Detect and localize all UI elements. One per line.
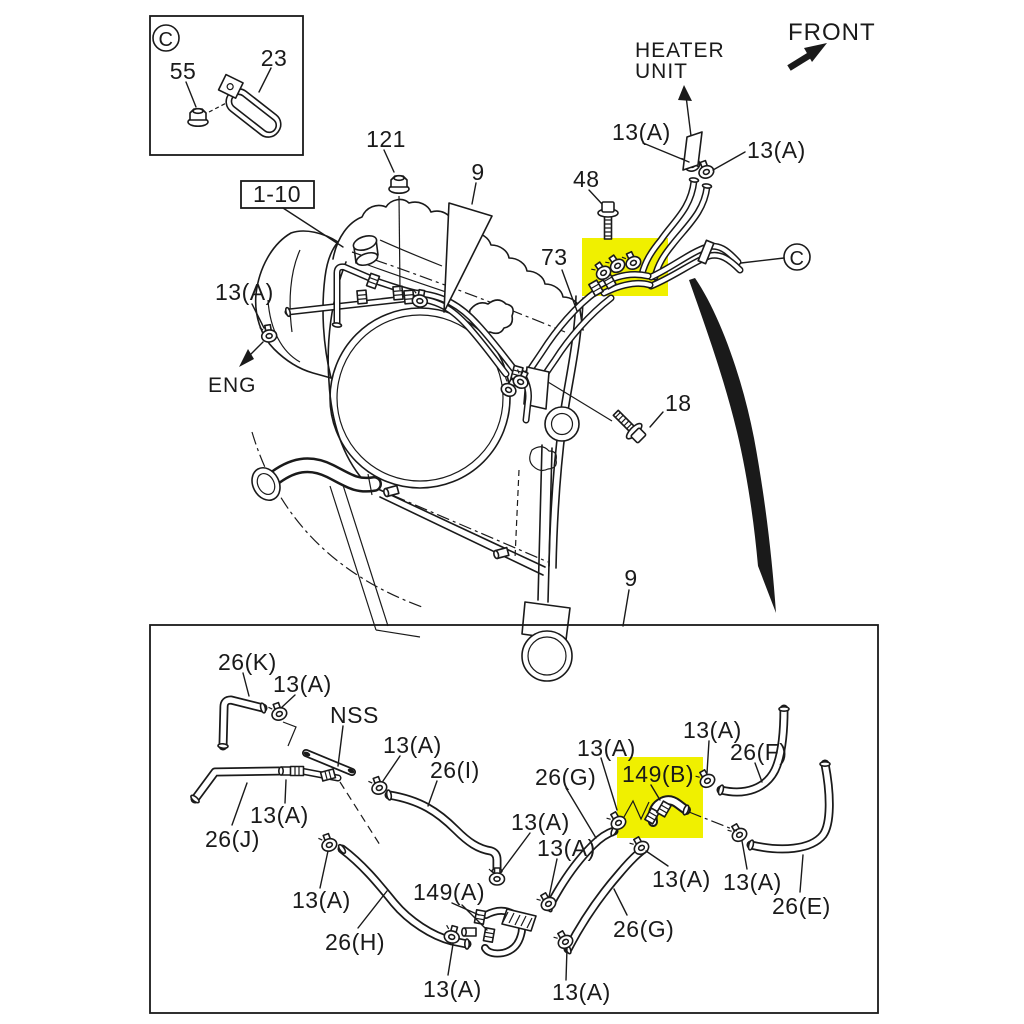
clamp-strap-23 — [217, 73, 282, 138]
part-label-9: 9 — [471, 159, 484, 185]
part-label-13a: 13(A) — [250, 802, 309, 828]
lower-flange — [521, 630, 573, 682]
detail-circle-label: C — [159, 29, 174, 51]
front-label: FRONT — [788, 19, 876, 46]
part-label-23: 23 — [261, 45, 288, 71]
member-dash — [514, 469, 520, 559]
detail-box-border — [149, 624, 879, 1014]
part-label-13a: 13(A) — [423, 976, 482, 1002]
radiator-assembly — [251, 198, 584, 682]
shroud-arc — [251, 431, 426, 609]
shroud-lower-edge — [329, 481, 421, 638]
part-label-13a: 13(A) — [747, 137, 806, 163]
lower-member — [537, 444, 553, 603]
part-label-26f: 26(F) — [730, 739, 787, 765]
part-label-13a: 13(A) — [552, 979, 611, 1005]
part-label-13a: 13(A) — [511, 809, 570, 835]
fan-ring-inner — [336, 314, 504, 482]
part-label-149b[interactable]: 149(B) — [622, 761, 694, 787]
heater-unit-label-2: UNIT — [635, 60, 688, 83]
part-label-26h: 26(H) — [325, 929, 385, 955]
part-label-13a: 13(A) — [577, 735, 636, 761]
part-label-18: 18 — [665, 390, 692, 416]
pipe-band — [697, 239, 715, 265]
clamps-and-fittings — [267, 700, 750, 952]
front-arrowhead — [804, 43, 827, 62]
eng-label: ENG — [208, 374, 257, 397]
pipe-open-end — [331, 322, 343, 328]
pipe-open-end — [688, 177, 700, 183]
pipe-open-end — [701, 183, 713, 189]
part-label-13a: 13(A) — [612, 119, 671, 145]
part-label-13a: 13(A) — [723, 869, 782, 895]
callout-wedge-9 — [443, 202, 493, 313]
inlet-flange — [544, 406, 580, 442]
part-label-9: 9 — [624, 565, 637, 591]
pipe-open-end — [284, 306, 292, 318]
part-label-73: 73 — [541, 244, 568, 270]
hose-detail-box: 26(K) 13(A) NSS 13(A) 26(I) 13(A) 13(A) … — [149, 624, 879, 1014]
part-label-13a: 13(A) — [537, 835, 596, 861]
pipe-fitting — [392, 285, 404, 301]
part-label-13a: 13(A) — [273, 671, 332, 697]
lower-hose — [251, 463, 374, 502]
frame-bottom — [377, 488, 546, 576]
connector-circle-label: C — [790, 248, 805, 270]
part-label-13a: 13(A) — [652, 866, 711, 892]
bracket-squiggle — [529, 446, 557, 472]
heater-arrowhead — [678, 85, 692, 101]
part-label-48: 48 — [573, 166, 600, 192]
part-label-26g: 26(G) — [535, 764, 596, 790]
part-label-149a: 149(A) — [413, 879, 485, 905]
part-label-26j: 26(J) — [205, 826, 260, 852]
part-label-13a: 13(A) — [215, 279, 274, 305]
fan-ring-outer — [329, 307, 511, 489]
callout-flag — [682, 131, 703, 171]
part-149a-assembly — [460, 908, 537, 943]
top-callouts: C 55 23 1-10 121 9 HEATER UNIT — [149, 15, 876, 627]
part-label-26g: 26(G) — [613, 916, 674, 942]
heater-unit-label-1: HEATER — [635, 39, 725, 62]
part-label-26i: 26(I) — [430, 757, 480, 783]
pipe-junction — [497, 364, 550, 420]
bolt-18 — [607, 404, 650, 447]
engine-centerline — [351, 251, 566, 333]
part-label-13a: 13(A) — [292, 887, 351, 913]
detail-box — [149, 15, 304, 156]
lower-flange-inner — [527, 636, 567, 676]
frame-stud — [382, 484, 400, 498]
part-label-13a: 13(A) — [383, 732, 442, 758]
pipe-fitting — [356, 289, 368, 305]
part-label-26k: 26(K) — [218, 649, 277, 675]
nut-55 — [187, 107, 209, 128]
inlet-flange-inner — [550, 412, 574, 436]
nut-121 — [388, 174, 410, 194]
part-label-55: 55 — [170, 58, 197, 84]
nss-label: NSS — [330, 702, 379, 728]
part-label-121: 121 — [366, 126, 406, 152]
bolt-48 — [597, 201, 619, 240]
page-ref-box[interactable] — [240, 180, 315, 209]
eng-arrowhead — [239, 349, 254, 367]
detail-circle — [152, 24, 180, 52]
radiator-left-tank — [254, 230, 339, 379]
left-tank-detail — [267, 249, 301, 363]
engine-detail-lines — [359, 239, 453, 295]
connector-circle — [783, 243, 811, 271]
frame-bottom-centerline — [370, 485, 549, 563]
heater-pipe-network — [258, 151, 740, 420]
divider-swoosh — [689, 278, 776, 613]
page-ref-label: 1-10 — [253, 181, 301, 207]
part-label-13a: 13(A) — [683, 717, 742, 743]
bottom-labels: 26(K) 13(A) NSS 13(A) 26(I) 13(A) 13(A) … — [205, 649, 831, 1005]
front-arrow-shaft — [787, 52, 812, 71]
part-label-26e: 26(E) — [772, 893, 831, 919]
filler-neck — [352, 234, 379, 267]
